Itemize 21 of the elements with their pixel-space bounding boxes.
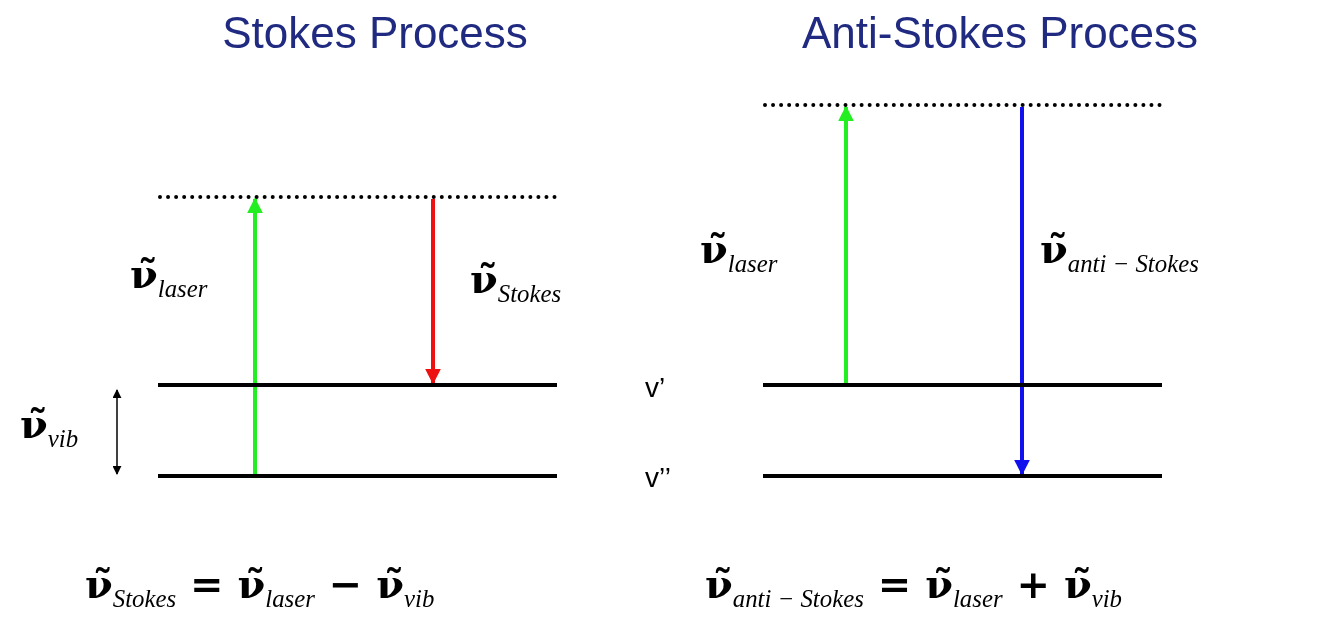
- energy-level-line: [763, 474, 1162, 478]
- edge-label: ν̃$_{anti − Stokes}$: [1040, 225, 1199, 278]
- symbol-label: ν̃$_{vib}$: [20, 400, 79, 453]
- equation: ν̃$_{Stokes}$ = ν̃$_{laser}$ − ν̃$_{vib}$: [85, 560, 435, 613]
- equation: ν̃$_{anti − Stokes}$ = ν̃$_{laser}$ + ν̃$_{vib}$: [705, 560, 1122, 613]
- arrow: [838, 105, 854, 383]
- arrow: [425, 199, 441, 385]
- energy-level-line: [763, 383, 1162, 387]
- title: Stokes Process: [222, 8, 528, 58]
- edge-label: ν̃$_{laser}$: [130, 250, 208, 303]
- level-label: v’: [645, 372, 666, 404]
- energy-level-line: [158, 383, 557, 387]
- level-label: v’’: [645, 462, 671, 494]
- virtual-level-line: [763, 103, 1162, 107]
- title: Anti-Stokes Process: [801, 8, 1199, 58]
- energy-level-line: [158, 474, 557, 478]
- edge-label: ν̃$_{laser}$: [700, 225, 778, 278]
- edge-label: ν̃$_{Stokes}$: [470, 255, 562, 308]
- virtual-level-line: [158, 195, 557, 199]
- arrow: [1014, 107, 1030, 476]
- arrow: [247, 197, 263, 474]
